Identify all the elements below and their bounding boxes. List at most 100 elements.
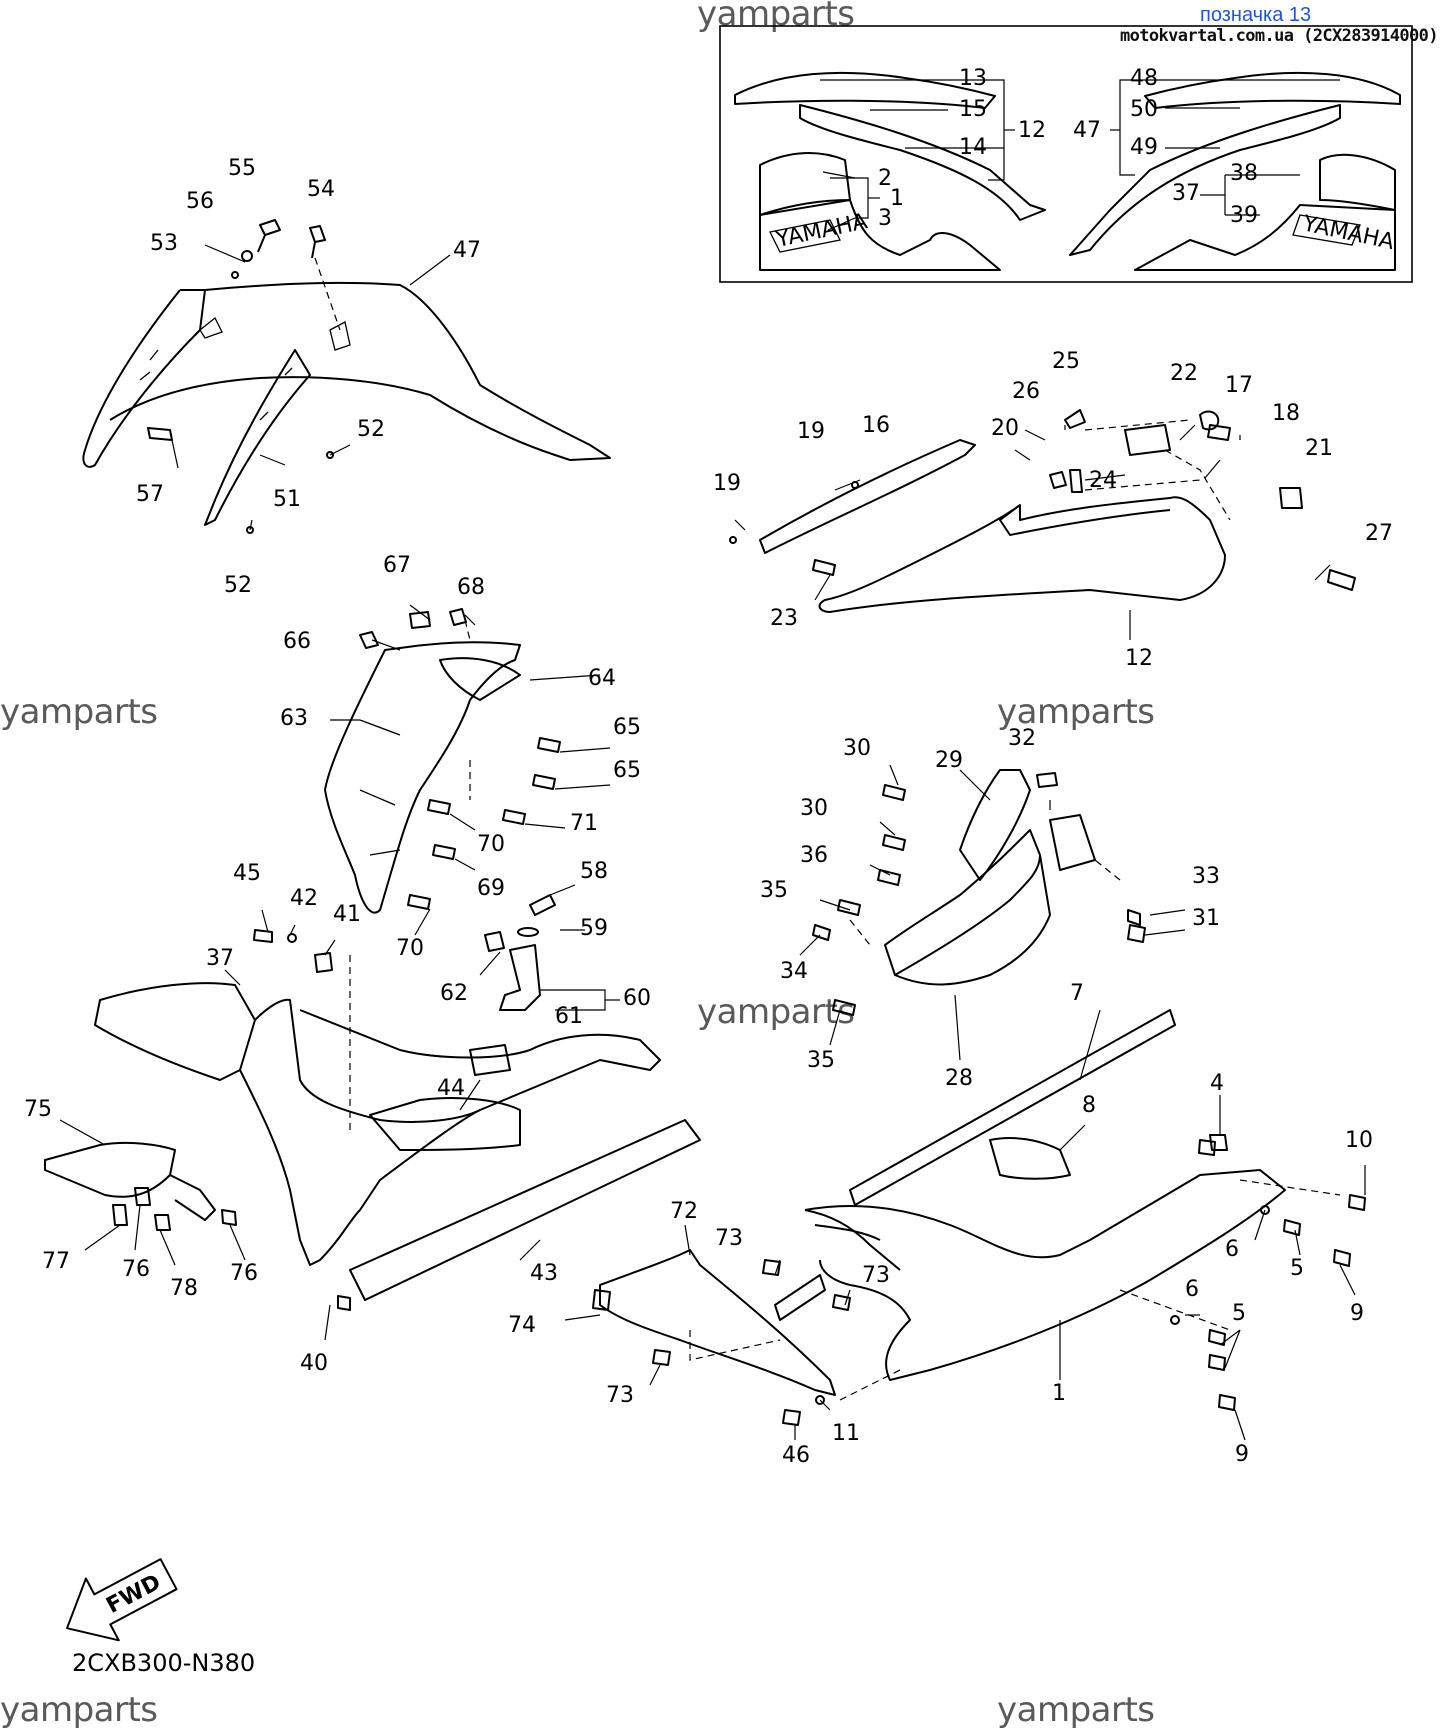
callout: 48: [1130, 66, 1158, 91]
callout: 36: [800, 843, 828, 868]
callout: 72: [670, 1199, 698, 1224]
callout: 60: [623, 986, 651, 1011]
callout: 6: [1225, 1237, 1239, 1262]
callout: 52: [357, 417, 385, 442]
callout: 40: [300, 1351, 328, 1376]
callout: 67: [383, 553, 411, 578]
callout: 33: [1192, 864, 1220, 889]
callout: 21: [1305, 436, 1333, 461]
callout: 14: [959, 135, 987, 160]
diagram-code: 2CXB300-N380: [72, 1649, 256, 1677]
callout: 41: [333, 902, 361, 927]
inner-fairing-right: [884, 769, 1096, 986]
callout: 30: [843, 736, 871, 761]
callout: 52: [224, 573, 252, 598]
callout: 4: [1210, 1071, 1224, 1096]
callout: 6: [1185, 1277, 1199, 1302]
callout: 1: [1052, 1381, 1066, 1406]
callout: 5: [1290, 1256, 1304, 1281]
callout: 65: [613, 758, 641, 783]
callout: 9: [1235, 1442, 1249, 1467]
bracket-75: [44, 1141, 216, 1221]
lower-center-panel: [599, 1249, 836, 1396]
callout: 45: [233, 861, 261, 886]
callout: 7: [1070, 981, 1084, 1006]
callout: 46: [782, 1443, 810, 1468]
callout: 69: [477, 876, 505, 901]
callout: 22: [1170, 361, 1198, 386]
lower-cowling-right: [804, 1009, 1286, 1381]
callout: 28: [945, 1066, 973, 1091]
assembly-lines: [314, 257, 1341, 1401]
callout: 73: [606, 1383, 634, 1408]
callout: 63: [280, 706, 308, 731]
callout: 78: [170, 1276, 198, 1301]
callout: 57: [136, 482, 164, 507]
callout: 66: [283, 629, 311, 654]
callout: 15: [959, 97, 987, 122]
callout: 20: [991, 416, 1019, 441]
callout: 26: [1012, 379, 1040, 404]
callout: 68: [457, 575, 485, 600]
callout: 43: [530, 1261, 558, 1286]
callout: 18: [1272, 401, 1300, 426]
callout: 24: [1089, 468, 1117, 493]
stay-60: [499, 944, 541, 1011]
callout: 62: [440, 981, 468, 1006]
inner-panel: [204, 349, 311, 526]
decal-yamaha: YAMAHA: [773, 209, 870, 253]
callout: 55: [228, 156, 256, 181]
callout: 1: [890, 186, 904, 211]
callout: 54: [307, 177, 335, 202]
callout: 17: [1225, 373, 1253, 398]
callout: 19: [713, 471, 741, 496]
callouts: 13 15 14 12 2 3 1 48 50 49 47 38 39 37 5…: [24, 66, 1393, 1468]
fasteners: [112, 219, 1366, 1426]
leader-lines: [59, 79, 1366, 1441]
decal-yamaha: YAMAHA: [1300, 211, 1397, 255]
callout: 44: [437, 1076, 465, 1101]
callout: 34: [780, 959, 808, 984]
callout: 27: [1365, 521, 1393, 546]
callout: 70: [396, 936, 424, 961]
callout: 59: [580, 916, 608, 941]
callout: 71: [570, 811, 598, 836]
watermark: yamparts: [0, 692, 158, 732]
callout: 2: [878, 166, 892, 191]
callout: 37: [1172, 181, 1200, 206]
callout: 58: [580, 859, 608, 884]
callout: 64: [588, 666, 616, 691]
callout: 76: [230, 1261, 258, 1286]
callout: 16: [862, 413, 890, 438]
callout: 42: [290, 886, 318, 911]
callout: 35: [760, 878, 788, 903]
callout: 56: [186, 189, 214, 214]
callout: 32: [1008, 726, 1036, 751]
callout: 23: [770, 606, 798, 631]
callout: 70: [477, 832, 505, 857]
callout: 50: [1130, 97, 1158, 122]
fwd-arrow-icon: FWD: [66, 1558, 178, 1642]
callout: 5: [1232, 1301, 1246, 1326]
reference-link[interactable]: позначка 13: [1200, 4, 1312, 26]
callout: 30: [800, 796, 828, 821]
watermark: yamparts: [697, 0, 855, 34]
callout: 75: [24, 1097, 52, 1122]
side-cowling-assembly: [759, 410, 1303, 613]
callout: 49: [1130, 135, 1158, 160]
lower-cowling-left: [94, 982, 701, 1301]
callout: 77: [42, 1249, 70, 1274]
callout: 11: [832, 1421, 860, 1446]
callout: 25: [1052, 349, 1080, 374]
callout: 12: [1018, 118, 1046, 143]
callout: 65: [613, 715, 641, 740]
callout: 29: [935, 748, 963, 773]
callout: 38: [1230, 161, 1258, 186]
callout: 35: [807, 1048, 835, 1073]
callout: 31: [1192, 906, 1220, 931]
callout: 12: [1125, 646, 1153, 671]
callout: 51: [273, 487, 301, 512]
callout: 73: [862, 1263, 890, 1288]
